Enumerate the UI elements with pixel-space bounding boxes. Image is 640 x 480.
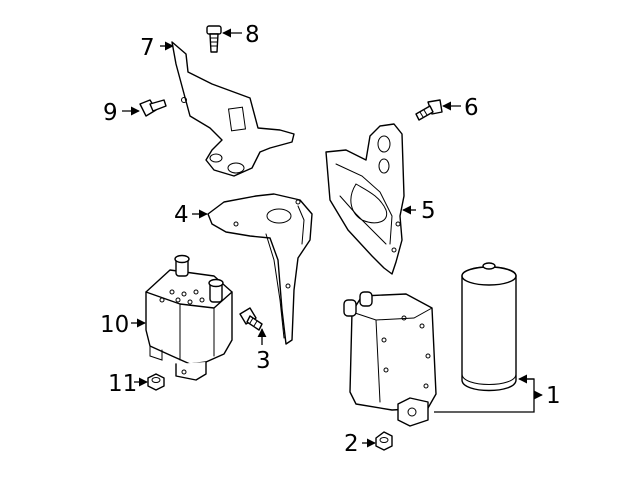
callout-4: 4 xyxy=(174,202,189,228)
callout-9: 9 xyxy=(103,100,118,126)
callout-5: 5 xyxy=(421,198,436,224)
part-1-oil-cooler xyxy=(343,291,437,427)
callout-3: 3 xyxy=(256,348,271,374)
callout-1: 1 xyxy=(546,383,561,409)
callout-11: 11 xyxy=(108,371,137,397)
callout-2: 2 xyxy=(344,431,359,457)
callout-10: 10 xyxy=(100,312,129,338)
callout-8: 8 xyxy=(245,22,260,48)
part-7-upper-bracket xyxy=(171,41,295,177)
part-8-bolt xyxy=(206,25,222,53)
part-6-bolt xyxy=(415,99,443,121)
callout-labels: 1 2 3 4 5 6 7 8 9 10 11 xyxy=(100,22,561,457)
part-4-middle-bracket xyxy=(207,193,313,345)
part-1-filter-housing xyxy=(461,262,517,392)
part-3-bolt xyxy=(239,307,263,331)
part-9-bolt xyxy=(139,99,167,117)
part-5-side-bracket xyxy=(325,123,405,275)
callout-7: 7 xyxy=(140,35,155,61)
part-11-nut xyxy=(147,373,165,391)
part-10-canister xyxy=(145,254,233,381)
callout-6: 6 xyxy=(464,95,479,121)
leader-lines xyxy=(122,28,542,448)
part-2-nut xyxy=(375,431,393,451)
